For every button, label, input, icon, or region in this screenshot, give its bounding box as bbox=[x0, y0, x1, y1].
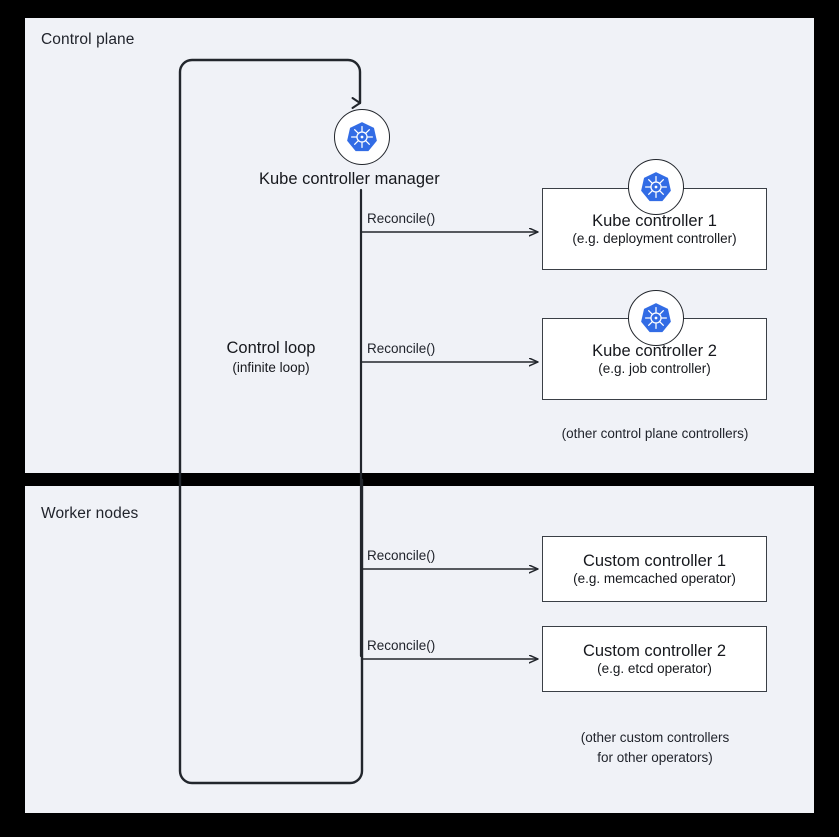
kubernetes-icon bbox=[639, 301, 673, 335]
box-custom-controller-2[interactable]: Custom controller 2 (e.g. etcd operator) bbox=[542, 626, 767, 692]
edge-label-reconcile-custom-2: Reconcile() bbox=[367, 638, 436, 653]
box-subtitle-kube-controller-1: (e.g. deployment controller) bbox=[572, 230, 737, 246]
panel-title-control-plane: Control plane bbox=[41, 31, 135, 48]
caption-line-1: (other custom controllers bbox=[580, 730, 730, 745]
caption-other-control-plane-controllers: (other control plane controllers) bbox=[561, 426, 749, 441]
box-title-kube-controller-2: Kube controller 2 bbox=[592, 341, 717, 360]
control-loop-label: Control loop (infinite loop) bbox=[186, 338, 356, 377]
box-title-kube-controller-1: Kube controller 1 bbox=[592, 211, 717, 230]
caption-line-2: for other operators) bbox=[597, 749, 713, 765]
kube-controller-manager-icon-badge bbox=[334, 109, 390, 165]
control-loop-subtitle: (infinite loop) bbox=[232, 360, 310, 376]
kube-controller-manager-label: Kube controller manager bbox=[259, 170, 440, 188]
edge-label-reconcile-custom-1: Reconcile() bbox=[367, 548, 436, 563]
kube-controller-2-icon-badge bbox=[628, 290, 684, 346]
panel-title-worker-nodes: Worker nodes bbox=[41, 505, 139, 522]
kube-controller-1-icon-badge bbox=[628, 159, 684, 215]
kubernetes-icon bbox=[345, 120, 379, 154]
box-title-custom-controller-2: Custom controller 2 bbox=[582, 641, 727, 660]
box-subtitle-kube-controller-2: (e.g. job controller) bbox=[598, 360, 711, 376]
box-subtitle-custom-controller-2: (e.g. etcd operator) bbox=[597, 660, 712, 676]
box-custom-controller-1[interactable]: Custom controller 1 (e.g. memcached oper… bbox=[542, 536, 767, 602]
edge-label-reconcile-kube-2: Reconcile() bbox=[367, 341, 436, 356]
box-title-custom-controller-1: Custom controller 1 bbox=[582, 551, 727, 570]
caption-other-custom-controllers: (other custom controllers for other oper… bbox=[542, 728, 768, 767]
kubernetes-icon bbox=[639, 170, 673, 204]
edge-label-reconcile-kube-1: Reconcile() bbox=[367, 211, 436, 226]
control-loop-title: Control loop bbox=[226, 339, 316, 357]
box-subtitle-custom-controller-1: (e.g. memcached operator) bbox=[573, 570, 736, 586]
